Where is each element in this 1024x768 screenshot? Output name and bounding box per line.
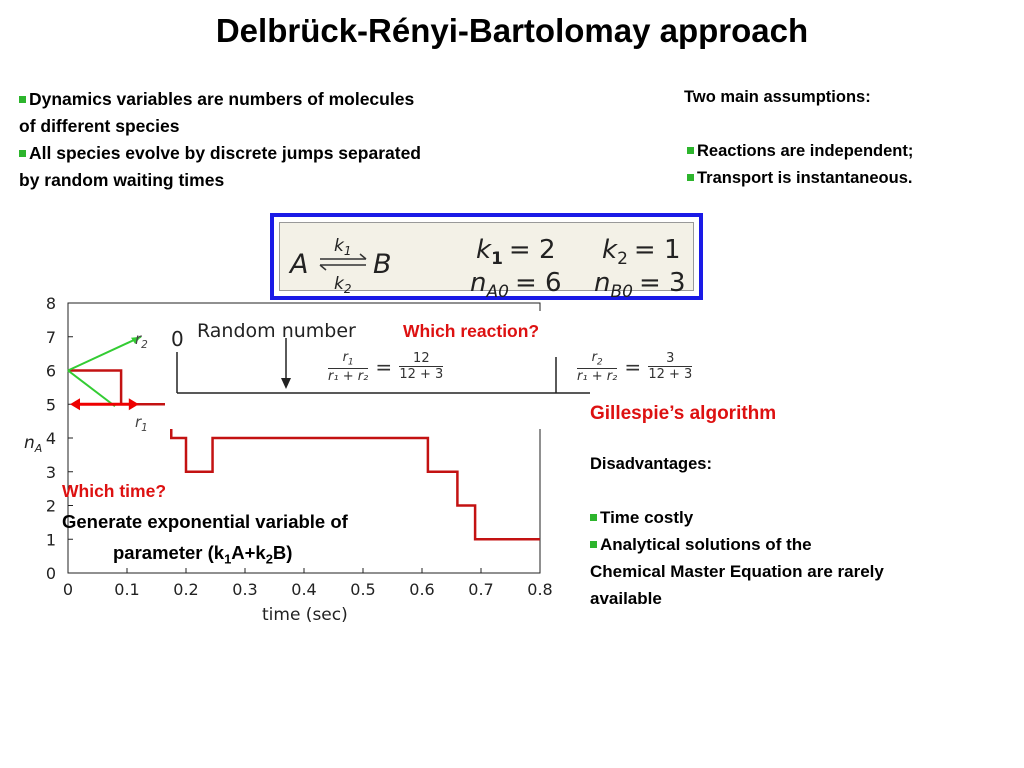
- list-item: Analytical solutions of the: [590, 531, 884, 558]
- r1-label: r1: [135, 413, 148, 434]
- assumptions-list: Reactions are independent; Transport is …: [687, 138, 913, 192]
- green-arrow: [67, 335, 142, 372]
- x-tick-label: 0.7: [468, 580, 493, 599]
- arrowhead-right: [128, 398, 139, 411]
- y-tick-label: 5: [46, 395, 56, 414]
- interval-zero-label: 0: [171, 327, 184, 351]
- which-time-label: Which time?: [62, 481, 167, 501]
- y-tick-label: 1: [46, 530, 56, 549]
- list-item: Dynamics variables are numbers of molecu…: [19, 86, 489, 113]
- y-tick-label: 2: [46, 497, 56, 516]
- disadvantages-list: Time costly Analytical solutions of the …: [590, 504, 884, 612]
- generate-line-1: Generate exponential variable of: [62, 511, 348, 532]
- bullet-square-icon: [590, 541, 597, 548]
- bullet-square-icon: [19, 96, 26, 103]
- bullet-square-icon: [590, 514, 597, 521]
- left-bullet-list: Dynamics variables are numbers of molecu…: [19, 86, 489, 194]
- list-item-continuation: by random waiting times: [19, 170, 225, 190]
- bullet-square-icon: [19, 150, 26, 157]
- nb0-equation: nB0= 3: [594, 268, 686, 298]
- random-number-label: Random number: [197, 320, 356, 342]
- r2-label: r2: [135, 330, 148, 351]
- x-tick-label: 0.2: [173, 580, 198, 599]
- list-item: All species evolve by discrete jumps sep…: [19, 140, 489, 167]
- k1-label: k1: [334, 236, 352, 258]
- gillespie-heading: Gillespie’s algorithm: [590, 403, 777, 424]
- y-tick-label: 0: [46, 564, 56, 583]
- which-reaction-label: Which reaction?: [403, 321, 540, 341]
- list-item: Time costly: [590, 504, 884, 531]
- x-tick-label: 0.6: [409, 580, 434, 599]
- left-fraction: r1 r₁ + r₂ = 12 12 + 3: [328, 350, 444, 384]
- disadvantages-heading: Disadvantages:: [590, 455, 712, 473]
- list-item: Reactions are independent;: [687, 138, 913, 165]
- y-tick-label: 6: [46, 362, 56, 381]
- y-tick-label: 4: [46, 429, 56, 448]
- y-axis-title: nA: [24, 433, 42, 455]
- right-fraction: r2 r₁ + r₂ = 3 12 + 3: [577, 350, 693, 384]
- page-title: Delbrück-Rényi-Bartolomay approach: [215, 12, 809, 49]
- step-chart: 0 0.1 0.2 0.3 0.4 0.5 0.6 0.7 0.8 0 1 2 3 4 5 6 7 8 time …: [24, 294, 590, 625]
- x-tick-label: 0: [63, 580, 73, 599]
- na0-equation: nA0= 6: [470, 268, 562, 298]
- x-tick-label: 0.4: [291, 580, 316, 599]
- list-item-continuation: of different species: [19, 116, 180, 136]
- list-item-continuation: Chemical Master Equation are rarely: [590, 562, 884, 581]
- reactant-a: A: [288, 249, 308, 280]
- assumptions-heading: Two main assumptions:: [684, 88, 871, 106]
- reaction-equation: A k1 k2 B k1= 2 k2= 1 nA0= 6 nB0= 3: [288, 235, 686, 302]
- bullet-square-icon: [687, 174, 694, 181]
- bullet-square-icon: [687, 147, 694, 154]
- green-arrowhead: [131, 336, 141, 344]
- list-item: Transport is instantaneous.: [687, 165, 913, 192]
- y-tick-label: 3: [46, 463, 56, 482]
- reaction-equation-box: A k1 k2 B k1= 2 k2= 1 nA0= 6 nB0= 3: [270, 213, 703, 302]
- x-axis-title: time (sec): [262, 605, 348, 625]
- k2-equation: k2= 1: [602, 235, 680, 269]
- k1-equation: k1= 2: [476, 235, 556, 269]
- y-tick-label: 7: [46, 328, 56, 347]
- k2-label: k2: [334, 274, 352, 296]
- series-line: [68, 369, 540, 541]
- x-tick-label: 0.5: [350, 580, 375, 599]
- reaction-panel-bg: [165, 311, 590, 429]
- generate-line-2: parameter (k1A+k2B): [113, 542, 293, 567]
- arrowhead-left: [70, 398, 80, 411]
- x-tick-label: 0.1: [114, 580, 139, 599]
- x-tick-label: 0.8: [527, 580, 552, 599]
- y-tick-label: 8: [46, 294, 56, 313]
- list-item-continuation: available: [590, 589, 662, 608]
- product-b: B: [373, 249, 392, 280]
- x-tick-label: 0.3: [232, 580, 257, 599]
- green-arrow: [67, 369, 116, 408]
